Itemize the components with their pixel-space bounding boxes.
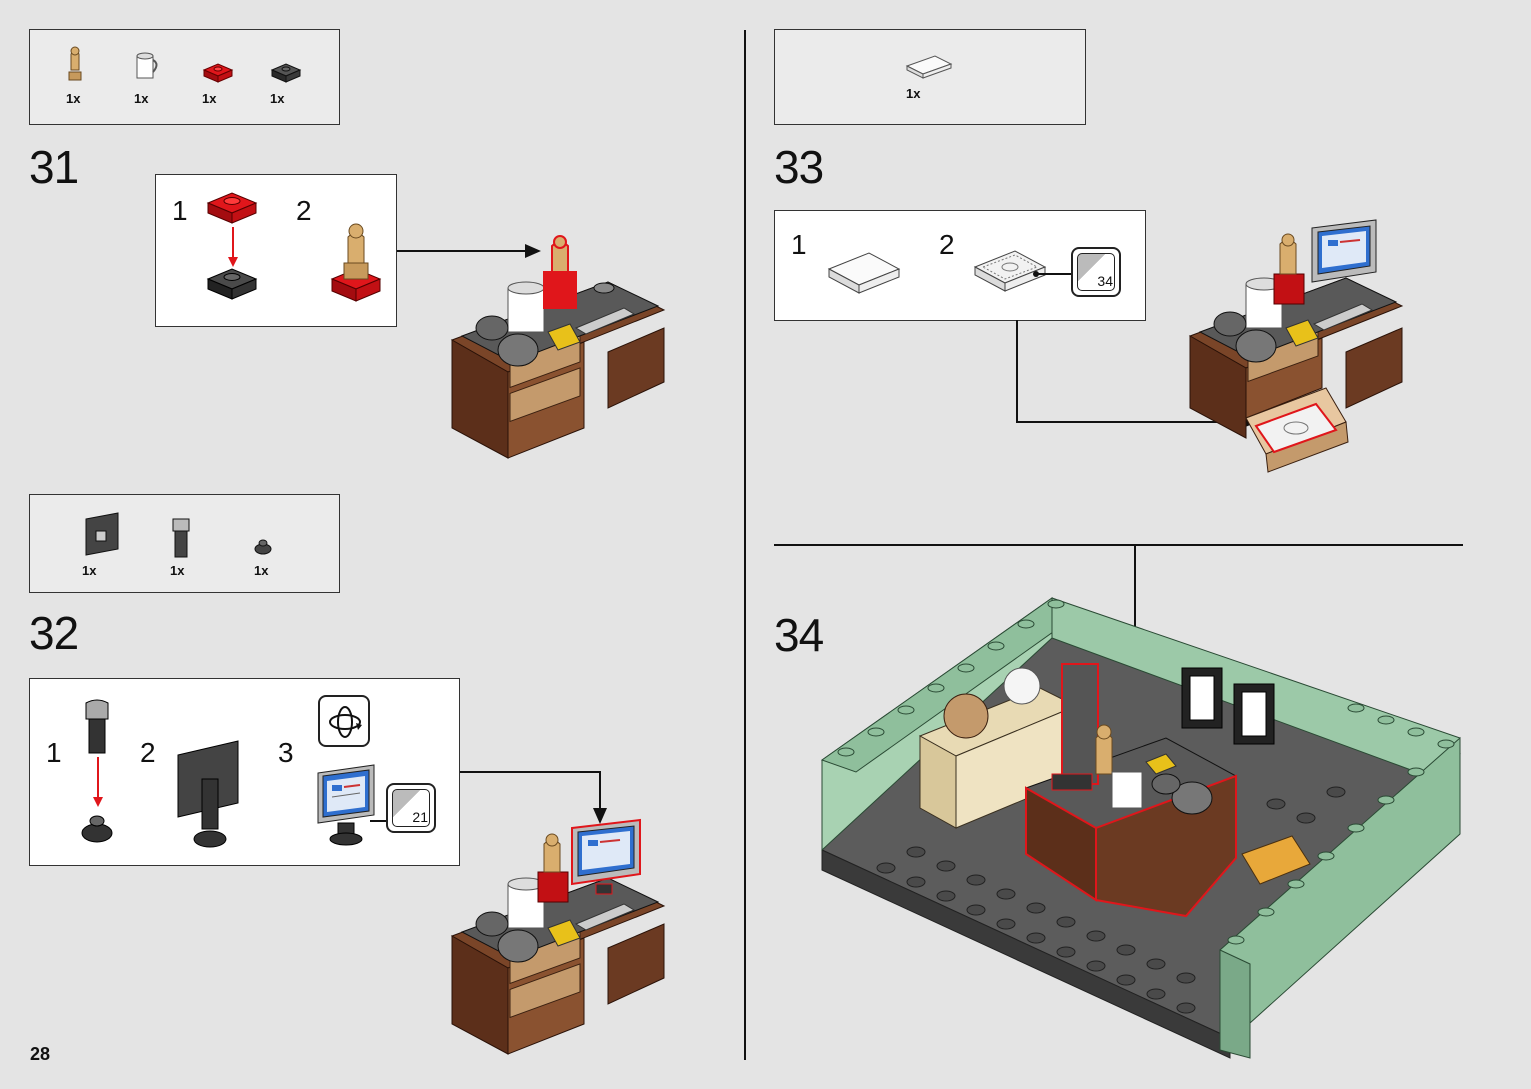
part-quantity: 1x [134,91,149,106]
mug-part-icon [136,52,158,79]
sub-step-number: 2 [939,229,955,260]
sub-step-number: 1 [172,195,188,226]
down-arrow-icon [93,757,103,807]
page-reference-34[interactable]: 34 [1071,247,1121,297]
page-reference-number: 34 [1097,273,1113,289]
plain-tile-illustration [827,252,901,294]
part-quantity: 1x [202,91,217,106]
sub-assembly-step-33: 1 2 34 [774,210,1146,321]
desk-model-step-31 [450,235,666,459]
page-reference-number: 21 [412,809,428,825]
sub-step-number: 1 [46,737,62,768]
desk-model-step-32 [450,818,666,1055]
sub-assembly-step-31: 1 2 [155,174,397,327]
step-separator [774,544,1463,546]
parts-list-step-33: 1x [774,29,1086,125]
bracket-part-icon [172,518,190,558]
monitor-stand-illustration [177,740,239,848]
step-32-arrow [460,771,607,824]
page-number: 28 [30,1044,51,1064]
sub-step-number: 2 [140,737,156,768]
part-quantity: 1x [66,91,81,106]
dark-plate-part-icon [270,63,302,83]
sub-step-number: 2 [296,195,312,226]
parts-list-step-32: 1x 1x 1x [29,494,340,593]
step-number-32: 32 [29,607,79,659]
desk-model-step-33 [1188,219,1404,473]
page-reference-21[interactable]: 21 [386,783,436,833]
monitor-back-part-icon [85,512,119,556]
step-number-34: 34 [774,609,824,661]
bracket-illustration [85,699,109,754]
connector-line [1033,271,1073,277]
step-number-31: 31 [29,141,79,193]
rotate-model-icon [318,695,370,747]
red-plate-part-icon [202,63,234,83]
part-quantity: 1x [170,563,185,578]
printed-tile-part-icon [905,55,953,79]
trophy-on-plate-illustration [330,223,382,302]
trophy-part-icon [68,46,82,81]
round-plate-part-icon [254,539,272,555]
sub-assembly-step-32: 1 2 3 21 [29,678,460,866]
red-plate-illustration [206,192,258,224]
sub-step-number: 1 [791,229,807,260]
part-quantity: 1x [906,86,921,101]
parts-list-step-31: 1x 1x 1x 1x [29,29,340,125]
office-room-model-step-34 [820,597,1461,1059]
column-divider [744,30,746,1060]
sub-step-number: 3 [278,737,294,768]
monitor-illustration [317,764,375,846]
round-plate-illustration [81,815,113,843]
part-quantity: 1x [254,563,269,578]
dark-plate-illustration [206,268,258,300]
step-31-arrow [397,244,541,258]
part-quantity: 1x [270,91,285,106]
down-arrow-icon [228,227,238,267]
part-quantity: 1x [82,563,97,578]
step-number-33: 33 [774,141,824,193]
